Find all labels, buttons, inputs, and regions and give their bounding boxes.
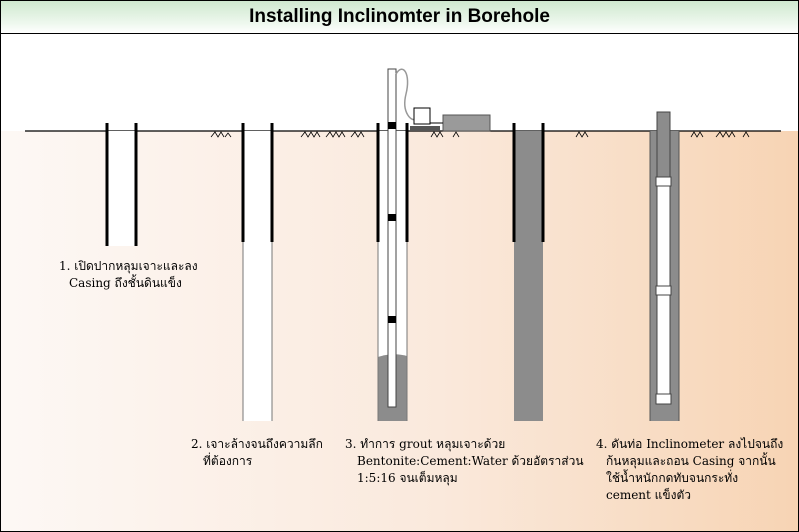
step1-line-2: Casing ถึงชั้นดินแข็ง — [69, 276, 182, 290]
step3-caption: 3. ทำการ grout หลุมเจาะด้วย Bentonite:Ce… — [345, 436, 584, 487]
step1-line-1: 1. เปิดปากหลุมเจาะและลง — [59, 259, 198, 273]
step3-line-1: 3. ทำการ grout หลุมเจาะด้วย — [345, 437, 506, 451]
step3-borehole — [376, 68, 491, 421]
grout-mixer — [413, 107, 431, 125]
borehole-diagram — [1, 68, 798, 531]
step3-line-3: 1:5:16 จนเต็มหลุม — [357, 471, 458, 485]
step4-borehole — [649, 111, 680, 421]
grass-tufts — [210, 131, 750, 138]
step2-caption: 2. เจาะล้างจนถึงความลึก ที่ต้องการ — [191, 436, 323, 470]
step4-line-2: ก้นหลุมและถอน Casing จากนั้น — [606, 454, 776, 468]
grout-hose — [395, 68, 416, 121]
grouted-borehole — [512, 123, 545, 421]
step1-caption: 1. เปิดปากหลุมเจาะและลง Casing ถึงชั้นดิ… — [59, 258, 198, 292]
step4-caption: 4. ดันท่อ Inclinometer ลงไปจนถึง ก้นหลุม… — [596, 436, 783, 504]
step2-line-2: ที่ต้องการ — [203, 454, 253, 468]
step4-line-3: ใช้น้ำหนักกดทับจนกระทั่ง — [606, 471, 739, 485]
diagram-title: Installing Inclinomter in Borehole — [249, 6, 550, 27]
step4-line-4: cement แข็งตัว — [606, 488, 691, 502]
step2-borehole — [241, 123, 274, 421]
step3-line-2: Bentonite:Cement:Water ด้วยอัตราส่วน — [357, 454, 584, 468]
step1-borehole — [105, 123, 138, 246]
grout-tank — [442, 114, 491, 132]
title-bar: Installing Inclinomter in Borehole — [1, 1, 798, 34]
step4-line-1: 4. ดันท่อ Inclinometer ลงไปจนถึง — [596, 437, 784, 451]
tremie-pipe — [387, 68, 397, 408]
step2-line-1: 2. เจาะล้างจนถึงความลึก — [191, 437, 323, 451]
